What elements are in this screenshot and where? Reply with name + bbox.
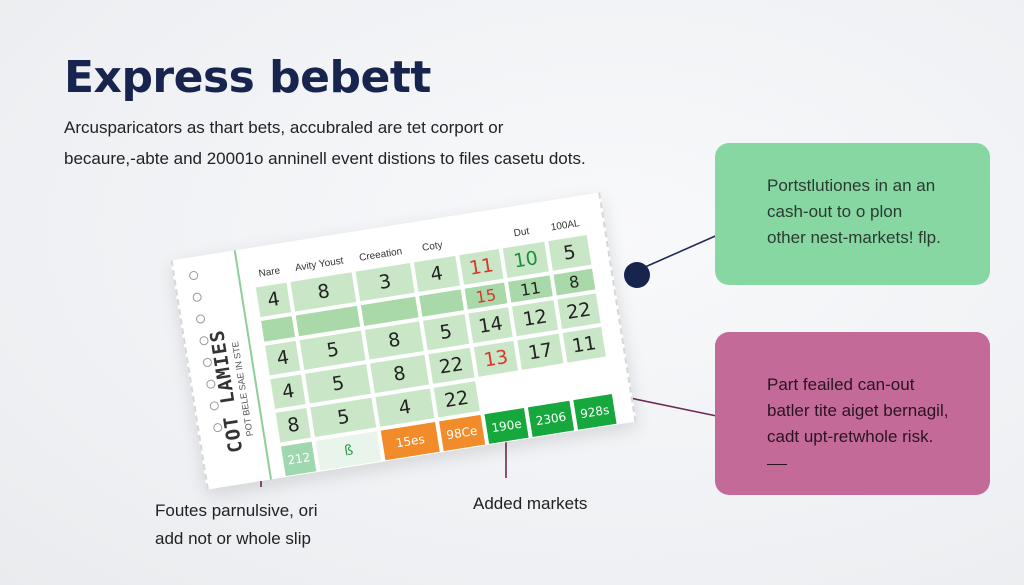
cell: 5: [310, 397, 377, 437]
label-added-markets: Added markets: [473, 494, 588, 513]
callout-line: cash-out to o plon: [767, 202, 903, 221]
cell: 3: [355, 263, 415, 302]
footer-cell: 212: [280, 441, 317, 477]
intro-line-1: Arcusparicators as thart bets, accubrale…: [64, 118, 504, 137]
col-header: [455, 227, 498, 251]
col-header: Coty: [421, 239, 444, 254]
cell: 8: [370, 354, 430, 394]
footer-cell: 928s: [572, 394, 617, 430]
footer-cell: 15es: [380, 422, 440, 461]
cell: [523, 367, 568, 403]
cell: 5: [300, 330, 366, 370]
callout-line: batler tite aiget bernagil,: [767, 401, 949, 420]
footer-cell: 2306: [528, 400, 574, 437]
callout-line: cadt upt-retwhole risk.: [767, 427, 934, 446]
cell: [360, 296, 419, 326]
cell: 17: [517, 333, 564, 370]
cell: 10: [503, 241, 549, 278]
col-header: 100AL: [550, 217, 581, 233]
footer-cell: 190e: [484, 407, 530, 444]
col-header: Dut: [512, 225, 530, 239]
col-header: Nare: [257, 265, 281, 280]
right-marker-dot: [624, 262, 650, 288]
cell: [568, 360, 612, 396]
cell: 11: [458, 248, 504, 285]
footer-cell: ß: [316, 431, 382, 471]
page-title: Express bebett: [64, 52, 431, 103]
cell: [419, 289, 464, 317]
cell: 4: [270, 374, 307, 409]
cell: 22: [428, 347, 475, 384]
cell: 4: [265, 340, 301, 376]
cell: 4: [413, 255, 460, 293]
cell: 13: [473, 340, 519, 377]
cell: 5: [305, 364, 371, 404]
label-whole-slip: Foutes parnulsive, ori add not or whole …: [155, 497, 318, 553]
cell: 5: [422, 314, 469, 351]
callout-line: Portstlutiones in an an: [767, 176, 936, 195]
footer-cell: 98Ce: [438, 414, 485, 452]
intro-line-2: becaure,-abte and 20001o anninell event …: [64, 149, 586, 168]
cell: 22: [556, 293, 601, 330]
callout-partial-cash-out: Part feailed can-out batler tite aiget b…: [715, 332, 990, 495]
cell: 12: [512, 300, 558, 337]
cell: 11: [508, 275, 553, 303]
cell: [479, 374, 524, 410]
cell: 4: [255, 282, 292, 318]
cell: 15: [464, 282, 508, 310]
cell: 5: [547, 235, 592, 271]
cell: [261, 316, 296, 342]
callout-line: other nest-markets! flp.: [767, 228, 941, 247]
cell: 8: [364, 321, 424, 360]
cell: 22: [433, 381, 480, 418]
cell: 11: [562, 326, 606, 363]
cell: 8: [290, 272, 357, 312]
intro-text: Arcusparicators as thart bets, accubrale…: [64, 112, 624, 174]
label-line: add not or whole slip: [155, 529, 311, 548]
ticket-grid: Nare Avity Youst Creeation Coty Dut 100A…: [248, 209, 619, 477]
label-line: Foutes parnulsive, ori: [155, 501, 318, 520]
cell: 8: [553, 268, 596, 296]
callout-dash: [767, 464, 787, 465]
cell: 4: [375, 388, 435, 427]
callout-line: Part feailed can-out: [767, 375, 915, 394]
callout-cash-out: Portstlutiones in an an cash-out to o pl…: [715, 143, 990, 285]
cell: 14: [468, 307, 514, 344]
cell: 8: [275, 407, 312, 443]
